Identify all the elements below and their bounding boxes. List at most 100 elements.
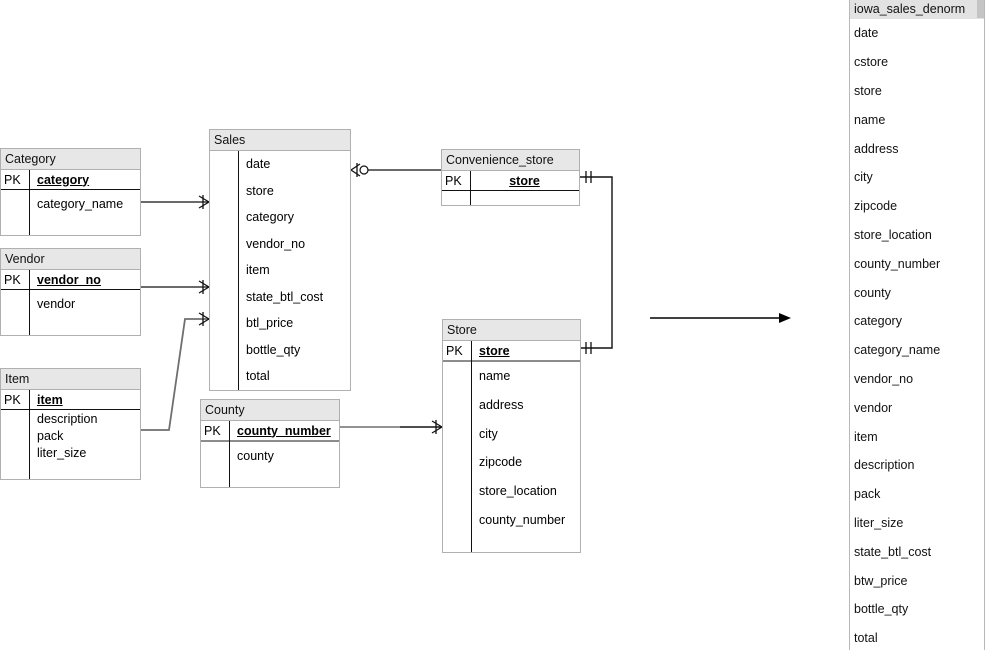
attribute-row[interactable]: bottle_qty (210, 337, 350, 364)
attribute-row[interactable]: store_location (443, 477, 580, 506)
pk-marker: PK (204, 423, 221, 438)
denorm-column-item[interactable]: date (854, 26, 879, 41)
attribute-name: bottle_qty (246, 342, 301, 357)
denorm-column-item[interactable]: category_name (854, 343, 941, 358)
attribute-row[interactable]: category (210, 204, 350, 231)
attribute-gutter (442, 191, 470, 205)
attribute-row[interactable]: category_name (1, 190, 140, 217)
denorm-column-item[interactable]: state_btl_cost (854, 544, 932, 559)
denorm-column-item[interactable]: city (854, 170, 873, 185)
attribute-name: city (479, 426, 498, 441)
attribute-row[interactable]: address (443, 391, 580, 420)
attribute-row[interactable]: total (210, 363, 350, 390)
denorm-column-item[interactable]: bottle_qty (854, 602, 909, 617)
attribute-name: btl_price (246, 316, 294, 331)
attribute-name: county (237, 448, 274, 463)
attribute-gutter (210, 237, 238, 251)
attribute-row[interactable]: county (201, 442, 339, 469)
denorm-column-item[interactable]: name (854, 112, 886, 127)
denorm-table-title: iowa_sales_denorm (850, 0, 984, 19)
attribute-name: name (479, 369, 511, 384)
attribute-gutter (210, 343, 238, 357)
denorm-column-item[interactable]: county_number (854, 256, 941, 271)
denorm-column-item[interactable]: category (854, 314, 902, 329)
denorm-column-item[interactable]: cstore (854, 55, 889, 70)
pk-attribute-name: store (509, 173, 540, 188)
entity-title: Item (1, 369, 140, 390)
attribute-gutter (210, 263, 238, 277)
attribute-row[interactable]: vendor_no (210, 231, 350, 258)
attribute-row[interactable]: county_number (443, 505, 580, 534)
attribute-row[interactable]: vendor (1, 290, 140, 317)
attribute-gutter (1, 429, 29, 443)
attribute-gutter (443, 484, 471, 498)
denorm-column-item[interactable]: liter_size (854, 515, 904, 530)
attribute-row[interactable]: state_btl_cost (210, 284, 350, 311)
pk-marker: PK (4, 272, 21, 287)
denorm-column-item[interactable]: address (854, 141, 899, 156)
denorm-column-item[interactable]: vendor_no (854, 371, 914, 386)
denorm-column-item[interactable]: store_location (854, 227, 932, 242)
attribute-row[interactable]: city (443, 419, 580, 448)
entity-spacer-row (443, 534, 580, 552)
attribute-gutter (210, 184, 238, 198)
attribute-gutter (443, 513, 471, 527)
attribute-name: store (246, 183, 274, 198)
attribute-row[interactable]: liter_size (1, 444, 140, 461)
attribute-row[interactable]: description (1, 410, 140, 427)
entity-spacer-row (201, 469, 339, 487)
attribute-gutter (443, 398, 471, 412)
attribute-gutter (1, 319, 29, 333)
entity-spacer-row (442, 191, 579, 205)
denorm-column-item[interactable]: btw_price (854, 573, 908, 588)
denorm-column-item[interactable]: description (854, 458, 915, 473)
denorm-column-item[interactable]: store (854, 83, 882, 98)
attribute-row[interactable]: btl_price (210, 310, 350, 337)
entity-title: Convenience_store (442, 150, 579, 171)
denorm-column-item[interactable]: pack (854, 487, 881, 502)
pk-marker: PK (446, 343, 463, 358)
denorm-column-item[interactable]: county (854, 285, 891, 300)
attribute-row[interactable]: pack (1, 427, 140, 444)
entity-title: Sales (210, 130, 350, 151)
entity-sales[interactable]: Sales date store category vendor_no item… (209, 129, 351, 391)
attribute-gutter (210, 369, 238, 383)
attribute-name: vendor (37, 296, 76, 311)
denorm-table-panel[interactable]: iowa_sales_denorm date cstore store name add… (849, 0, 985, 650)
attribute-gutter (443, 427, 471, 441)
panel-scrollbar-thumb[interactable] (977, 0, 984, 18)
pk-attribute-name: category (37, 172, 90, 187)
denorm-column-item[interactable]: zipcode (854, 199, 898, 214)
attribute-row[interactable]: date (210, 151, 350, 178)
attribute-name: total (246, 369, 270, 384)
denorm-column-item[interactable]: vendor (854, 400, 893, 415)
attribute-row[interactable]: item (210, 257, 350, 284)
attribute-row[interactable]: store (210, 178, 350, 205)
attribute-name: address (479, 398, 524, 413)
attribute-gutter (201, 471, 229, 485)
attribute-row[interactable]: name (443, 362, 580, 391)
attribute-gutter (443, 536, 471, 550)
attribute-gutter (210, 157, 238, 171)
attribute-name: item (246, 263, 270, 278)
attribute-row[interactable]: zipcode (443, 448, 580, 477)
denorm-column-item[interactable]: item (854, 429, 878, 444)
denorm-column-item[interactable]: total (854, 631, 878, 646)
connector-item-sales (141, 312, 210, 431)
